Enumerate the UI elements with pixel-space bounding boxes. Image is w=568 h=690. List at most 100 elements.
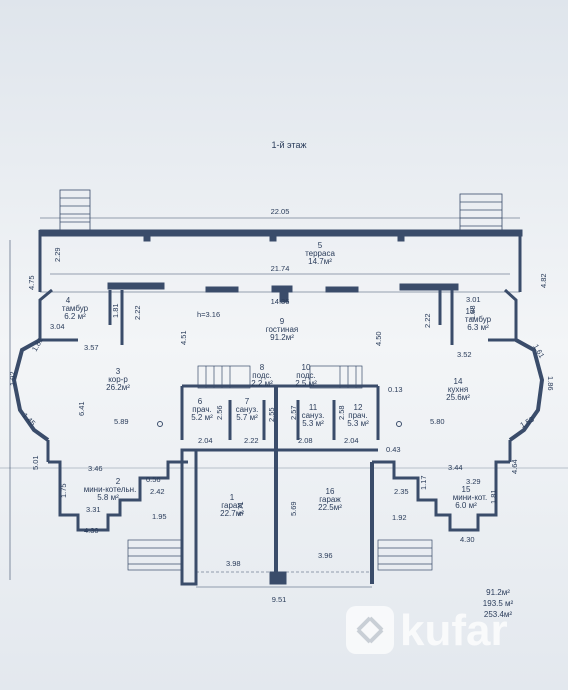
dim: 9.51 (272, 595, 287, 604)
dim: 3.98 (226, 559, 241, 568)
stair-right-top (459, 193, 503, 231)
dim: 3.04 (50, 322, 65, 331)
dim: 3.52 (457, 350, 472, 359)
kitchen-curved-wall (508, 338, 545, 442)
room-area: 2.5 м² (295, 379, 317, 388)
room-number: 6 (198, 397, 203, 406)
stair-bottom-left (127, 539, 183, 571)
dim: 2.42 (150, 487, 165, 496)
room-number: 8 (260, 363, 265, 372)
dim: 5.71 (236, 501, 245, 516)
dim: 14.36 (271, 297, 290, 306)
dim: 0.56 (146, 475, 161, 484)
room-area: 2.2 м² (251, 379, 273, 388)
dim: 21.74 (271, 264, 290, 273)
dim: 4.30 (84, 526, 99, 535)
room-number: 11 (309, 403, 318, 412)
dim: 2.35 (394, 487, 409, 496)
room-name: гараж (221, 501, 243, 510)
room-labels: 5 терраса 14.7м² 4 тамбур 6.2 м² 13 тамб… (62, 241, 492, 518)
room-area: 26.2м² (106, 383, 130, 392)
dim: 1.86 (546, 376, 555, 391)
kufar-logo-icon (346, 606, 394, 654)
dim: 3.01 (466, 295, 481, 304)
dim: 2.22 (244, 436, 259, 445)
dim: 1.95 (152, 512, 167, 521)
dim: 2.57 (289, 405, 298, 420)
post (143, 233, 151, 242)
dim: 4.51 (179, 330, 188, 345)
total-area: 193.5 м² (483, 599, 514, 608)
window-pier (205, 286, 239, 293)
dim: 5.69 (289, 501, 298, 516)
room-area: 14.7м² (308, 257, 332, 266)
room-area: 5.3 м² (302, 419, 324, 428)
dim: 0.43 (386, 445, 401, 454)
room-number: 15 (462, 485, 471, 494)
dim: 6.41 (77, 401, 86, 416)
stair-left-top (59, 189, 91, 231)
window-pier (271, 285, 293, 293)
room-area: 6.0 м² (455, 501, 477, 510)
vestibule-right (488, 288, 518, 342)
room-area: 22.7м² (220, 509, 244, 518)
dim: 4.30 (460, 535, 475, 544)
dim: 2.22 (133, 305, 142, 320)
room-name: гараж (319, 495, 341, 504)
column (269, 571, 287, 585)
marker (157, 421, 163, 427)
room-area: 25.6м² (446, 393, 470, 402)
dim: 1.88 (468, 305, 477, 320)
room-name: прач. (348, 411, 367, 420)
dim: 22.05 (271, 207, 290, 216)
dim: 3.44 (448, 463, 463, 472)
stair-inner (197, 365, 363, 389)
dim: 5.01 (31, 455, 40, 470)
room-area: 6.3 м² (467, 323, 489, 332)
room-area: 5.2 м² (191, 413, 213, 422)
marker (396, 421, 402, 427)
room-name: сануз. (302, 411, 325, 420)
room-number: 10 (302, 363, 311, 372)
dim: 3.96 (318, 551, 333, 560)
room-number: 3 (116, 367, 121, 376)
room-number: 7 (245, 397, 250, 406)
room-name: сануз. (236, 405, 259, 414)
room-name: тамбур (465, 315, 492, 324)
room-area: 22.5м² (318, 503, 342, 512)
terrace-back-wall (39, 229, 523, 237)
dim: 4.75 (27, 275, 36, 290)
room-number: 12 (354, 403, 363, 412)
wall-seg (399, 283, 459, 291)
plan-title: 1-й этаж (272, 140, 307, 150)
vestibule-left (38, 288, 78, 342)
dim: 3.57 (84, 343, 99, 352)
garage-left-wall (180, 448, 198, 586)
room-name: терраса (305, 249, 335, 258)
dim: 4.64 (510, 459, 519, 474)
wall-seg (107, 282, 165, 290)
room-name: гостиная (266, 325, 299, 334)
post (397, 233, 405, 242)
room-name: прач. (192, 405, 211, 414)
room-number: 16 (326, 487, 335, 496)
room-name: мини-кот. (453, 493, 487, 502)
dim: 2.04 (344, 436, 359, 445)
dim: 1.17 (419, 475, 428, 490)
dim: 2.56 (215, 405, 224, 420)
dim: 0.13 (388, 385, 403, 394)
room-number: 2 (116, 477, 121, 486)
room-name: мини-котельн. (84, 485, 137, 494)
post (269, 233, 277, 242)
room-area: 91.2м² (270, 333, 294, 342)
dim: 2.08 (298, 436, 313, 445)
dim: 1.75 (59, 483, 68, 498)
dim: 3.31 (86, 505, 101, 514)
dim: 3.29 (466, 477, 481, 486)
room-number: 5 (318, 241, 323, 250)
boiler-room-left-walls (48, 460, 188, 532)
room-number: 1 (230, 493, 235, 502)
room-name: кор-р (108, 375, 128, 384)
